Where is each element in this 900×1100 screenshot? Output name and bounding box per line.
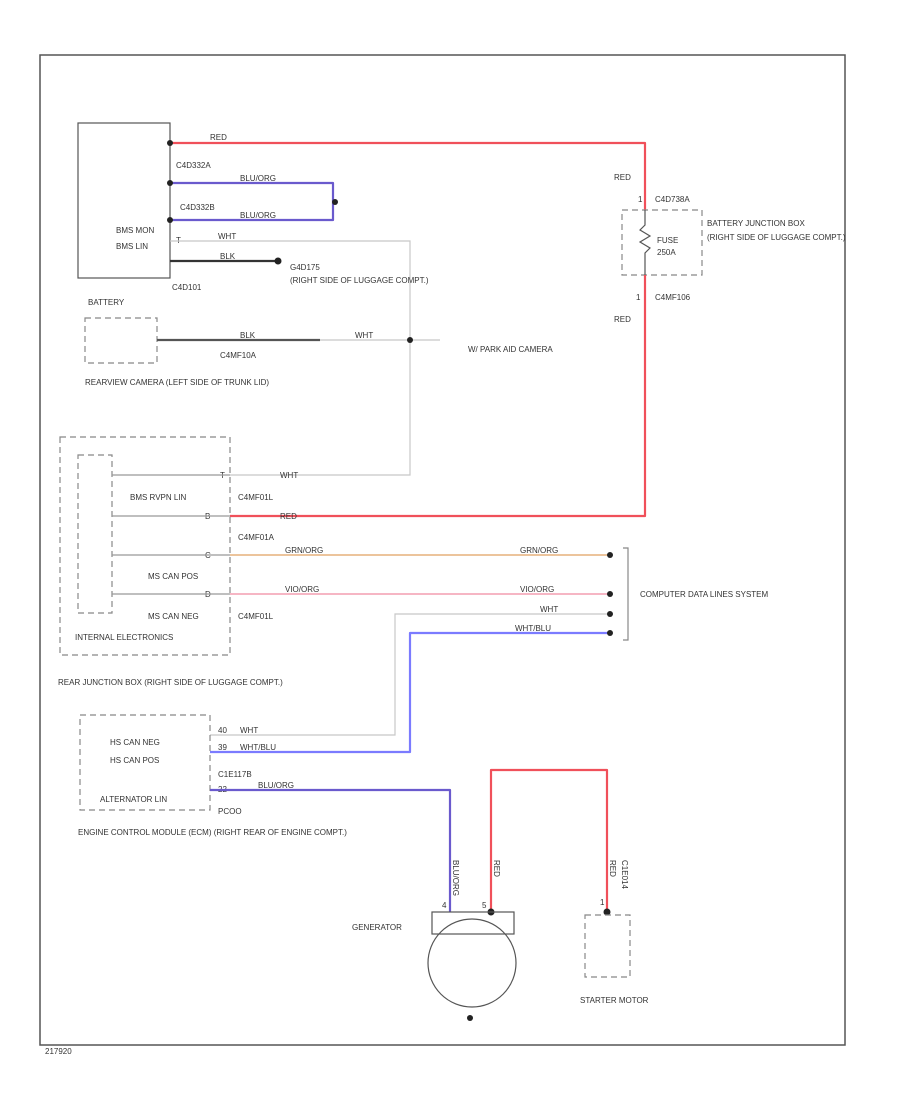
wire-wht-blu-label: WHT/BLU xyxy=(515,624,551,633)
internal-pin-rvpn: BMS RVPN LIN xyxy=(130,493,187,502)
starter-label: STARTER MOTOR xyxy=(580,996,649,1005)
camera-label: REARVIEW CAMERA (LEFT SIDE OF TRUNK LID) xyxy=(85,378,269,387)
bjb-conn-top: C4D738A xyxy=(655,195,690,204)
bjb-fuse-rating: 250A xyxy=(657,248,676,257)
bjb-pin-top: 1 xyxy=(638,195,643,204)
ecm-conn-1: C1E117B xyxy=(218,770,252,779)
internal-conn-3: C4MF01L xyxy=(238,612,274,621)
wire-wht-blu-cdl xyxy=(210,631,610,754)
park-aid-label: W/ PARK AID CAMERA xyxy=(468,345,553,354)
cdl-label: COMPUTER DATA LINES SYSTEM xyxy=(640,590,769,599)
cdl-bracket xyxy=(623,547,629,641)
wire-blk-label-2: BLK xyxy=(240,331,256,340)
gen-pin-5: 5 xyxy=(482,901,487,910)
fuse-symbol xyxy=(638,210,652,275)
wire-red-label-6: RED xyxy=(608,860,617,877)
bms-module-box xyxy=(77,122,171,279)
cdl-term-4 xyxy=(607,630,613,636)
wire-wht-label-1: WHT xyxy=(218,232,236,241)
ground-name: G4D175 xyxy=(290,263,320,272)
starter-term xyxy=(603,908,611,916)
bjb-conn-bottom: C4MF106 xyxy=(655,293,691,302)
wire-blu-org-label-3: BLU/ORG xyxy=(258,781,294,790)
camera-conn: C4MF10A xyxy=(220,351,257,360)
wire-wht-label-3: WHT xyxy=(280,471,298,480)
wire-wht-cdl xyxy=(210,613,610,736)
rear-jb-label: REAR JUNCTION BOX (RIGHT SIDE OF LUGGAGE… xyxy=(58,678,283,687)
wire-vio-org-label-1: VIO/ORG xyxy=(285,585,319,594)
bms-pin-lin: BMS LIN xyxy=(116,242,148,251)
bms-term-2 xyxy=(167,180,173,186)
wire-wht-label-4: WHT xyxy=(540,605,558,614)
ecm-label: ENGINE CONTROL MODULE (ECM) (RIGHT REAR … xyxy=(78,828,347,837)
bjb-location: (RIGHT SIDE OF LUGGAGE COMPT.) xyxy=(707,233,846,242)
starter-box xyxy=(584,914,631,978)
starter-pin-1: 1 xyxy=(600,898,605,907)
wire-red-gen-starter xyxy=(489,768,609,912)
wire-red-label-4: RED xyxy=(280,512,297,521)
bjb-fuse-label: FUSE xyxy=(657,236,678,245)
internal-electronics-box xyxy=(59,436,231,656)
ecm-box xyxy=(79,714,211,811)
wire-wht-label-2: WHT xyxy=(355,331,373,340)
bjb-title: BATTERY JUNCTION BOX xyxy=(707,219,805,228)
diagram-id: 217920 xyxy=(45,1047,72,1056)
ground-point xyxy=(274,257,282,265)
camera-box xyxy=(84,317,158,364)
cdl-term-2 xyxy=(607,591,613,597)
internal-inner-box xyxy=(77,454,113,614)
wire-blu-org-label-1: BLU/ORG xyxy=(240,174,276,183)
ground-location: (RIGHT SIDE OF LUGGAGE COMPT.) xyxy=(290,276,429,285)
wire-wht-lin xyxy=(170,240,411,476)
wire-blu-org-gen xyxy=(210,788,452,912)
ecm-conn-2: PCOO xyxy=(218,807,242,816)
generator-top-box xyxy=(431,911,515,935)
wire-red-label-3: RED xyxy=(614,315,631,324)
generator-label: GENERATOR xyxy=(352,923,402,932)
bms-conn-top: C4D332A xyxy=(176,161,211,170)
internal-label: INTERNAL ELECTRONICS xyxy=(75,633,173,642)
loop-splice xyxy=(332,199,338,205)
battery-label: BATTERY xyxy=(88,298,125,307)
cdl-term-1 xyxy=(607,552,613,558)
bms-conn-bottom: C4D101 xyxy=(172,283,202,292)
diagram-frame xyxy=(39,54,846,1046)
bms-conn-mid: C4D332B xyxy=(180,203,215,212)
park-aid-splice xyxy=(407,337,413,343)
starter-conn: C1E014 xyxy=(620,860,629,889)
wire-red-label-2: RED xyxy=(614,173,631,182)
internal-pin-can-neg: MS CAN NEG xyxy=(148,612,199,621)
bjb-pin-bottom: 1 xyxy=(636,293,641,302)
gen-ground xyxy=(467,1015,473,1021)
wire-red-label-5: RED xyxy=(492,860,501,877)
battery-jb-box xyxy=(621,209,703,276)
pin-39: 39 xyxy=(218,743,227,752)
wire-grn-org-label-1: GRN/ORG xyxy=(285,546,323,555)
ecm-pin-alt-lin: ALTERNATOR LIN xyxy=(100,795,167,804)
cdl-term-3 xyxy=(607,611,613,617)
internal-conn-2: C4MF01A xyxy=(238,533,275,542)
bms-term-3 xyxy=(167,217,173,223)
wire-blu-org-label-4: BLU/ORG xyxy=(451,860,460,896)
bms-pin-mon: BMS MON xyxy=(116,226,154,235)
ecm-wht-blu-label: WHT/BLU xyxy=(240,743,276,752)
wire-grn-org-label-2: GRN/ORG xyxy=(520,546,558,555)
ecm-wht-label: WHT xyxy=(240,726,258,735)
pin-40: 40 xyxy=(218,726,227,735)
wire-vio-org-label-2: VIO/ORG xyxy=(520,585,554,594)
wire-blk-label: BLK xyxy=(220,252,236,261)
ecm-pin-can-neg: HS CAN NEG xyxy=(110,738,160,747)
generator-circle xyxy=(427,918,517,1008)
internal-conn-1: C4MF01L xyxy=(238,493,274,502)
wire-red-bms-bjb xyxy=(170,141,647,210)
wire-red-label-1: RED xyxy=(210,133,227,142)
ecm-pin-can-pos: HS CAN POS xyxy=(110,756,159,765)
gen-pin-4: 4 xyxy=(442,901,447,910)
internal-pin-can-pos: MS CAN POS xyxy=(148,572,198,581)
wire-red-bjb-internal xyxy=(230,275,647,518)
wire-blu-org-label-2: BLU/ORG xyxy=(240,211,276,220)
bms-term-1 xyxy=(167,140,173,146)
